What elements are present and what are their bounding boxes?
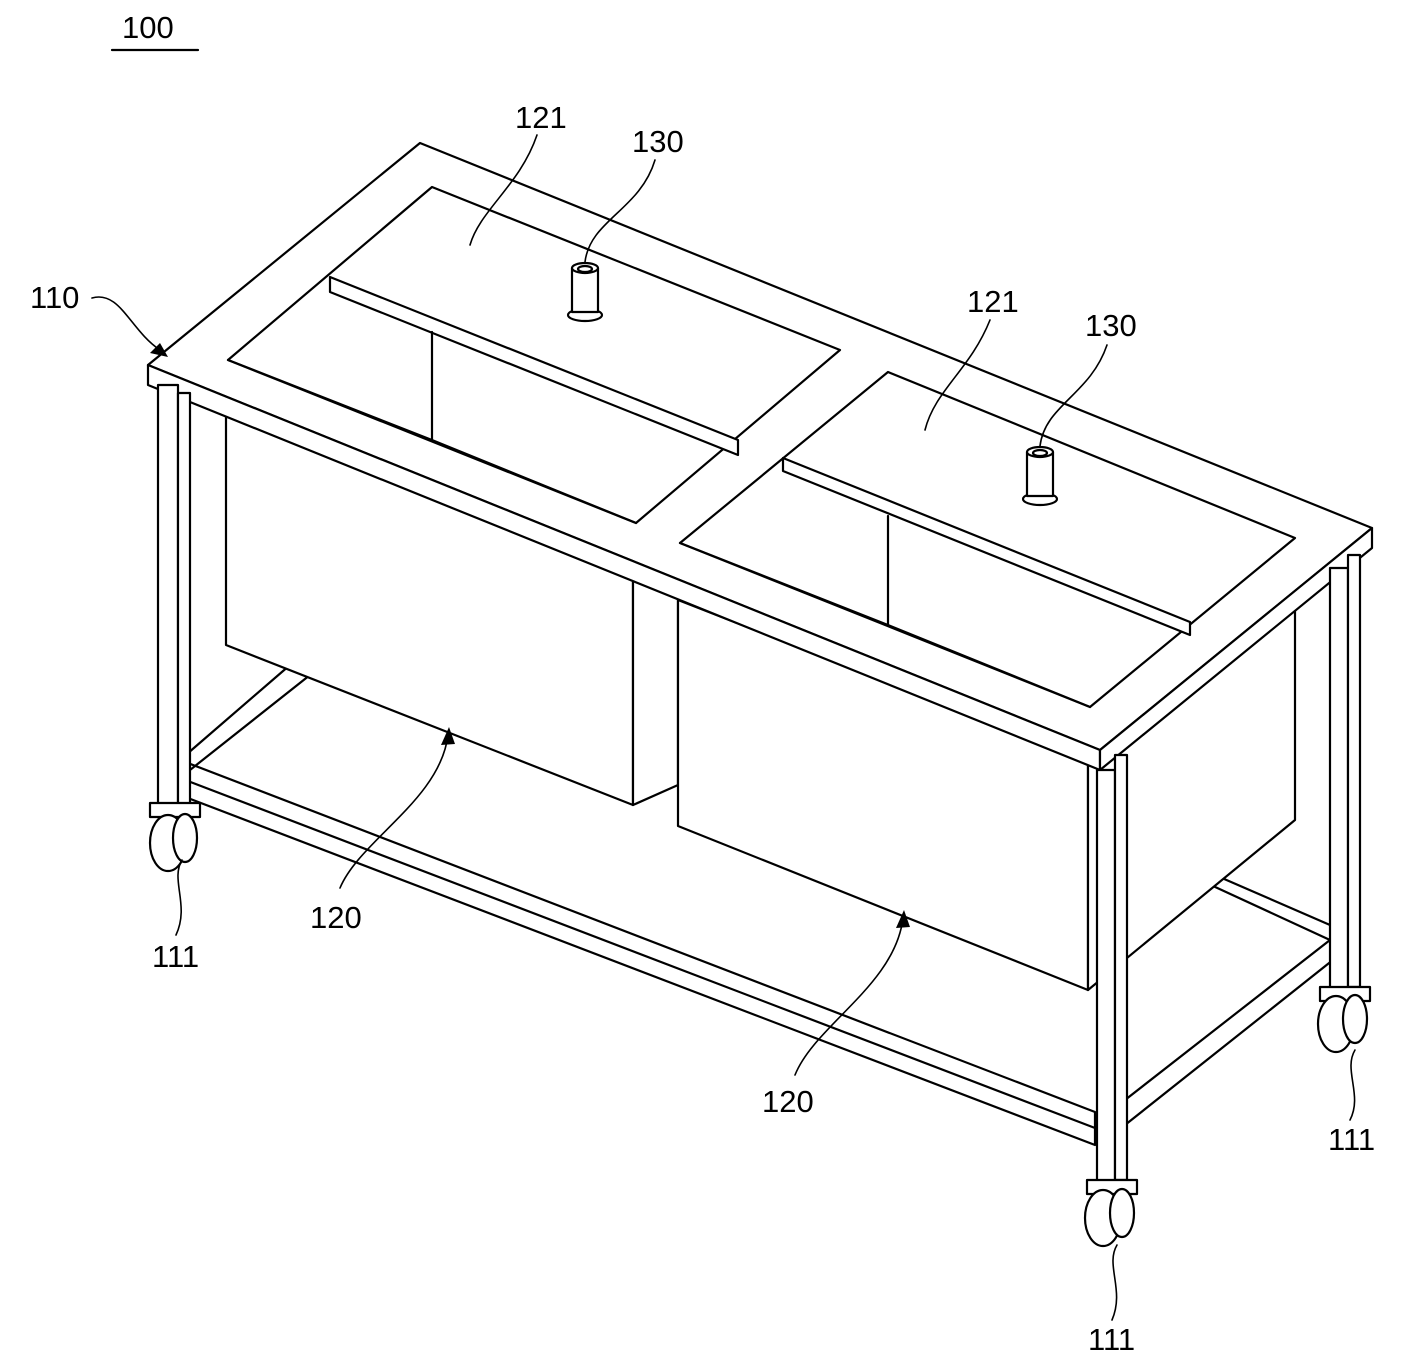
arrowhead-120-left	[441, 727, 455, 745]
leader-lines	[91, 134, 1356, 1321]
leader-111-front-left	[175, 859, 183, 936]
label-110: 110	[30, 280, 79, 315]
label-111-back-right: 111	[1328, 1122, 1375, 1157]
figure-number-text: 100	[122, 10, 174, 45]
leader-120-right	[794, 917, 904, 1076]
arrowhead-110	[150, 343, 168, 357]
figure-number: 100	[110, 10, 200, 52]
label-121-left: 121	[515, 100, 567, 135]
leader-110	[91, 296, 161, 351]
caster-front-right	[1083, 1178, 1139, 1248]
label-120-right: 120	[762, 1084, 814, 1119]
leader-121-left	[469, 134, 538, 246]
caster-back-right	[1316, 985, 1372, 1054]
leg-front-right	[1095, 753, 1129, 1184]
label-111-front-right: 111	[1088, 1322, 1135, 1357]
nozzle-left	[566, 261, 604, 323]
leader-130-left	[584, 159, 656, 263]
label-120-left: 120	[310, 900, 362, 935]
arrowhead-120-right	[896, 910, 910, 928]
label-130-left: 130	[632, 124, 684, 159]
caster-front-left	[148, 801, 202, 873]
leader-111-back-right	[1349, 1049, 1356, 1121]
label-111-front-left: 111	[152, 939, 199, 974]
leader-120-left	[339, 734, 449, 889]
label-130-right: 130	[1085, 308, 1137, 343]
opening-right	[678, 370, 1297, 709]
opening-left	[226, 185, 842, 525]
leader-130-right	[1039, 344, 1108, 447]
leader-111-front-right	[1111, 1244, 1118, 1321]
nozzle-right	[1021, 445, 1059, 507]
label-121-right: 121	[967, 284, 1019, 319]
leader-121-right	[924, 319, 991, 431]
leg-front-left	[156, 383, 192, 807]
leg-back-right	[1328, 553, 1362, 992]
